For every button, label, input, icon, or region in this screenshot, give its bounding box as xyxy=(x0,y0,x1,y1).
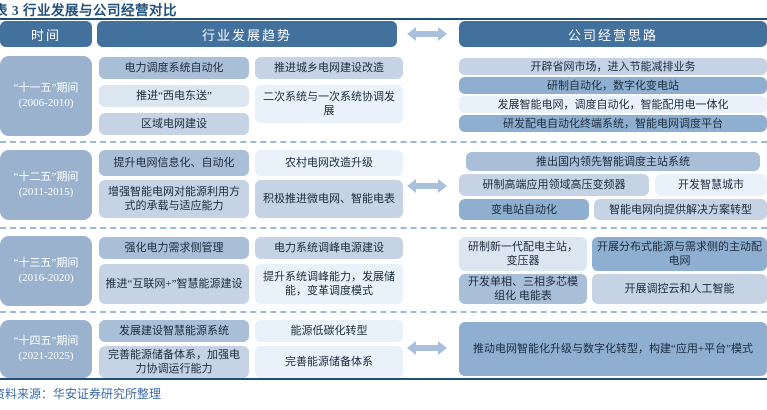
corp-item: 开发智慧城市 xyxy=(655,174,767,196)
corp-item: 发展智能电网，调度自动化，智能配用电一体化 xyxy=(459,96,767,113)
trend-item: 二次系统与一次系统协调发展 xyxy=(255,85,403,123)
top-rule xyxy=(0,18,767,20)
period-line1: “十三五”期间 xyxy=(13,257,79,269)
trend-item: 能源低碳化转型 xyxy=(255,320,403,342)
trend-item: 提升电网信息化、自动化 xyxy=(99,150,249,176)
trend-item: 强化电力需求侧管理 xyxy=(99,237,249,259)
header-trend-label: 行业发展趋势 xyxy=(97,21,397,47)
trend-item: 推进城乡电网建设改造 xyxy=(255,57,403,79)
period-line2: (2011-2015) xyxy=(18,186,74,198)
header-time-cell: 时间 xyxy=(0,21,92,47)
corp-item: 变电站自动化 xyxy=(459,199,589,220)
trend-item: 积极推进微电网、智能电表 xyxy=(255,180,403,218)
row-separator xyxy=(0,141,767,143)
time-pill-row-0: “十一五”期间 (2006-2010) xyxy=(0,56,92,136)
row-separator xyxy=(0,227,767,229)
trend-item: 完善能源储备体系 xyxy=(255,346,403,378)
trend-item: 完善能源储备体系，加强电力协调运行能力 xyxy=(99,346,249,378)
period-line2: (2016-2020) xyxy=(18,272,74,284)
time-pill-row-2: “十三五”期间 (2016-2020) xyxy=(0,236,92,306)
double-arrow-icon xyxy=(405,337,449,359)
corp-item: 开辟省网市场，进入节能减排业务 xyxy=(459,58,767,75)
trend-item: 电力系统调峰电源建设 xyxy=(255,237,403,259)
trend-item: 农村电网改造升级 xyxy=(255,150,403,176)
corp-item: 研发配电自动化终端系统，智能电网调度平台 xyxy=(459,115,767,132)
trend-item: 提升系统调峰能力，发展储能，变革调度模式 xyxy=(255,264,403,304)
period-line2: (2006-2010) xyxy=(18,97,74,109)
corp-item: 研制自动化，数字化变电站 xyxy=(459,77,767,94)
header-trend-cell: 行业发展趋势 xyxy=(97,21,397,47)
double-arrow-icon xyxy=(405,175,449,197)
period-line1: “十一五”期间 xyxy=(13,82,79,94)
corp-item: 推动电网智能化升级与数字化转型，构建“应用+平台”模式 xyxy=(459,322,767,376)
corp-item: 研制新一代配电主站，变压器 xyxy=(459,237,587,271)
header-corp-label: 公司经营思路 xyxy=(459,21,767,47)
double-arrow-icon xyxy=(405,23,449,45)
corp-item: 研制高端应用领域高压变频器 xyxy=(459,174,649,196)
row-separator xyxy=(0,311,767,313)
trend-item: 推进“互联网+”智慧能源建设 xyxy=(99,264,249,304)
trend-item: 发展建设智慧能源系统 xyxy=(99,320,249,342)
trend-item: 电力调度系统自动化 xyxy=(99,57,249,79)
source-note: 资料来源：华安证券研究所整理 xyxy=(0,387,162,401)
corp-item: 开发单相、三相多芯模组化 电能表 xyxy=(459,274,587,304)
period-line1: “十四五”期间 xyxy=(13,335,79,347)
corp-item: 推出国内领先智能调度主站系统 xyxy=(466,152,760,171)
period-line1: “十二五”期间 xyxy=(13,171,79,183)
time-pill-row-1: “十二五”期间 (2011-2015) xyxy=(0,150,92,220)
header-time-label: 时间 xyxy=(0,21,92,47)
trend-item: 推进“西电东送” xyxy=(99,85,249,107)
period-line2: (2021-2025) xyxy=(18,350,74,362)
figure-caption: 表 3 行业发展与公司经营对比 xyxy=(0,3,177,18)
corp-item: 智能电网向提供解决方案转型 xyxy=(594,199,767,220)
header-corp-cell: 公司经营思路 xyxy=(459,21,767,47)
time-pill-row-3: “十四五”期间 (2021-2025) xyxy=(0,320,92,378)
trend-item: 区域电网建设 xyxy=(99,113,249,135)
bottom-rule xyxy=(0,378,767,380)
corp-item: 开展调控云和人工智能 xyxy=(592,274,767,304)
trend-item: 增强智能电网对能源利用方式的承载与适应能力 xyxy=(99,180,249,218)
corp-item: 开展分布式能源与需求侧的主动配电网 xyxy=(592,237,767,271)
